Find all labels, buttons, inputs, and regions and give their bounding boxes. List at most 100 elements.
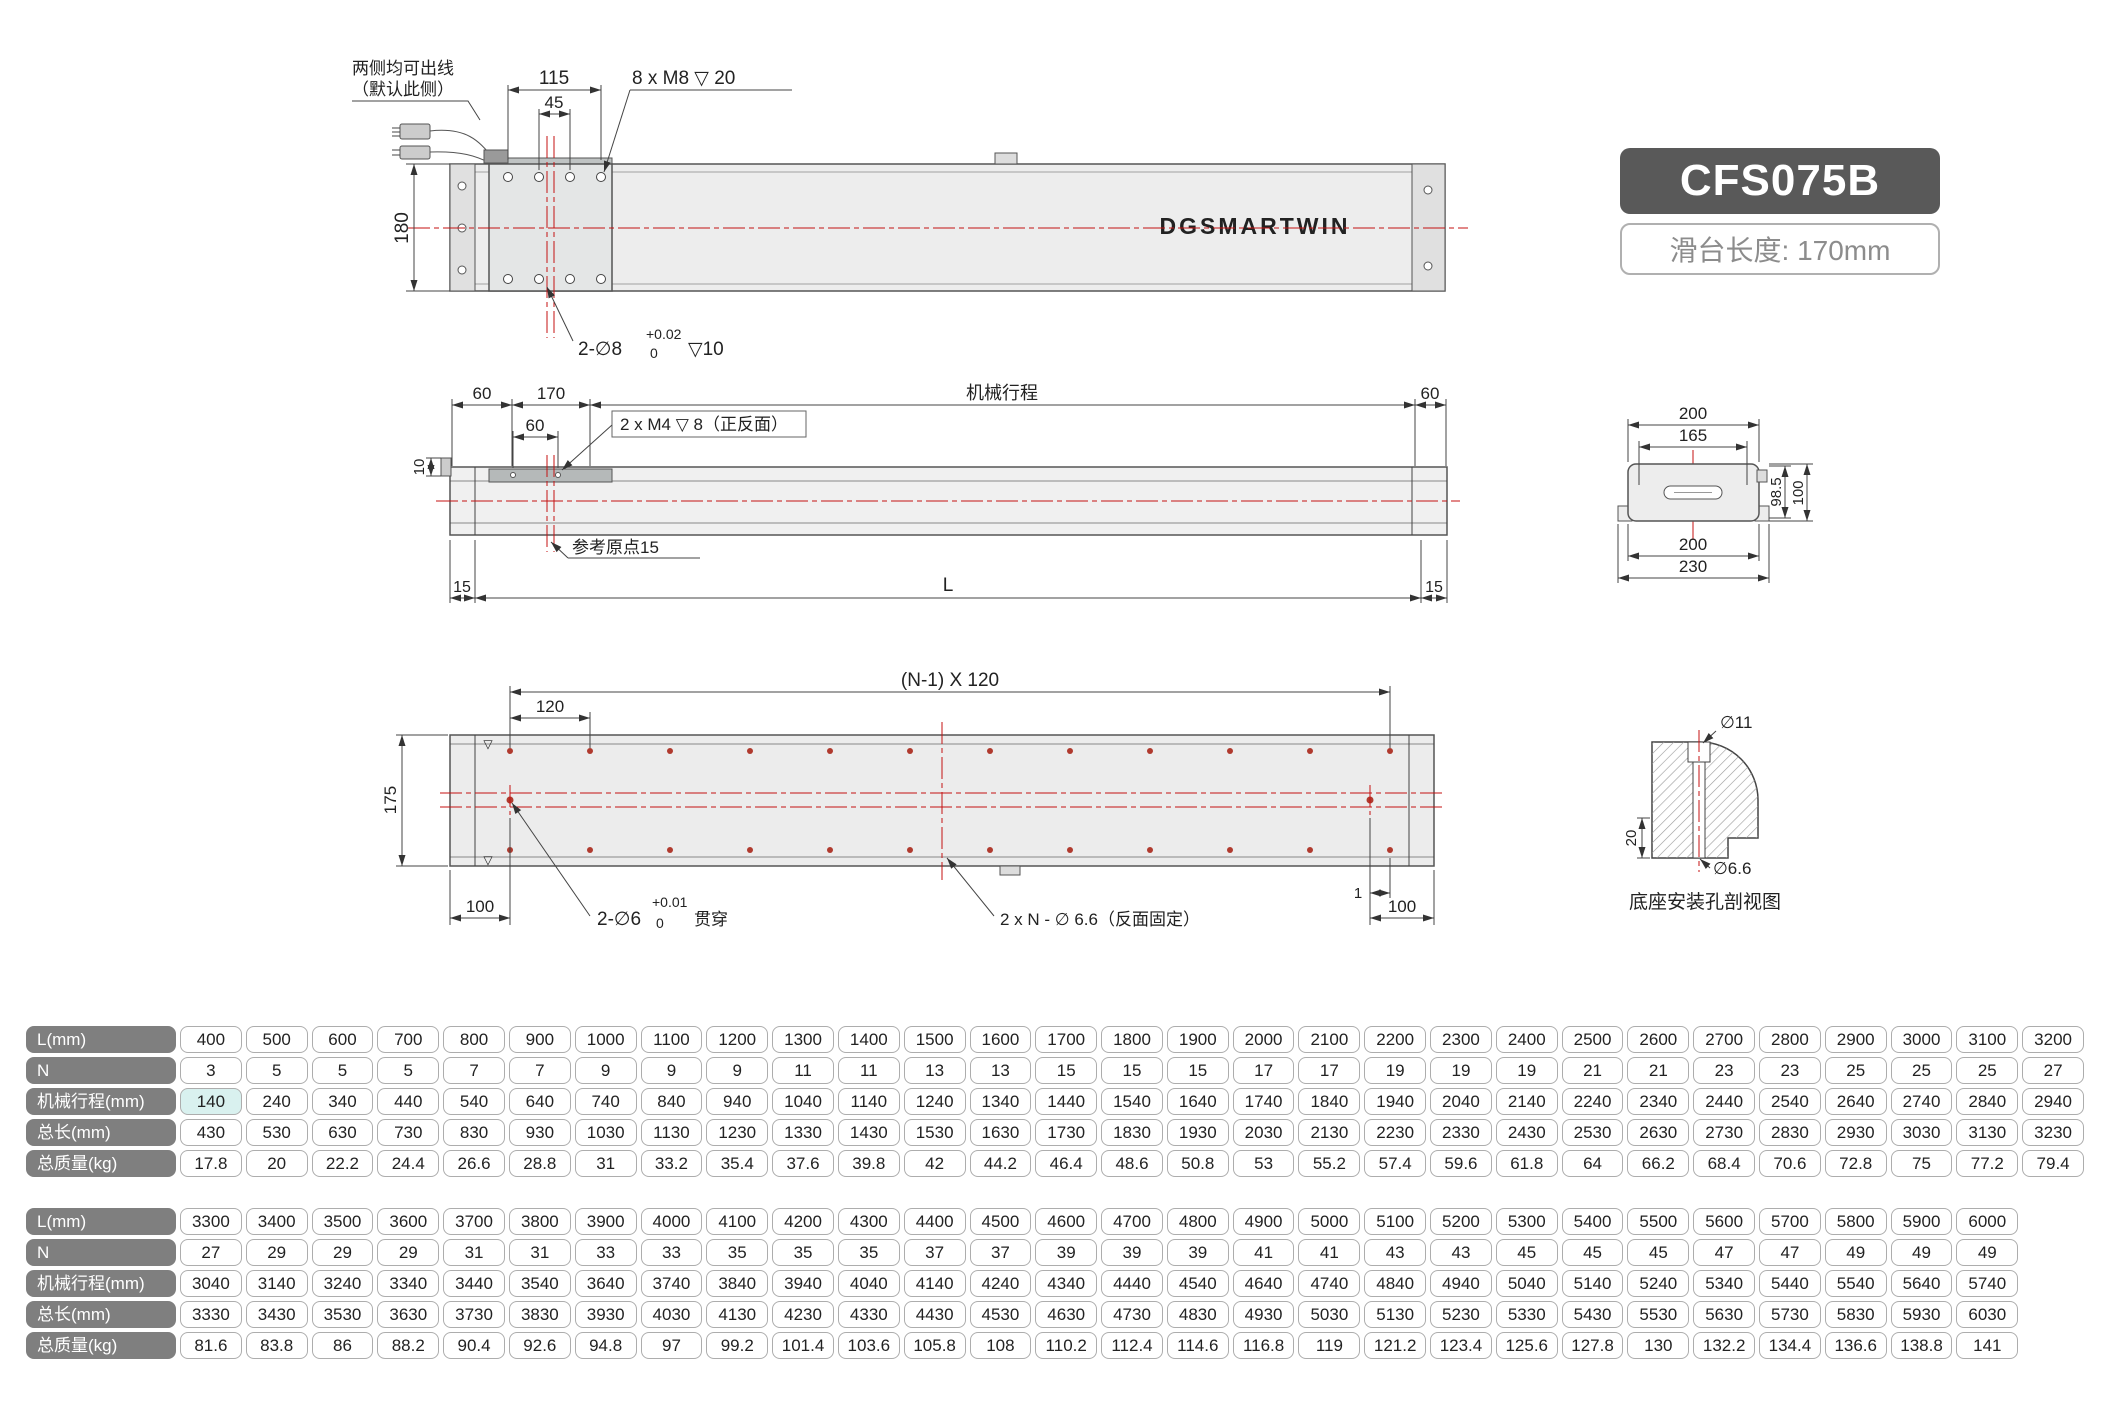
table-cell: 2300: [1430, 1026, 1492, 1053]
section-detail: ∅11 20 ∅6.6 底座安装孔剖视图: [1623, 713, 1781, 913]
table-cell: 49: [1956, 1239, 2019, 1266]
table-cell: 27: [180, 1239, 242, 1266]
table-cell: 39: [1166, 1239, 1229, 1266]
table-cell: 4840: [1364, 1270, 1427, 1297]
table-cell: 2000: [1232, 1026, 1295, 1053]
table-cell: 240: [245, 1088, 308, 1115]
table-cell: 41: [1298, 1239, 1361, 1266]
table-cell: 49: [1890, 1239, 1953, 1266]
table-cell: 1430: [837, 1119, 900, 1146]
table-cell: 4130: [706, 1301, 769, 1328]
table-cell: 5000: [1298, 1208, 1361, 1235]
table-cell: 3140: [245, 1270, 308, 1297]
table-cell: 940: [706, 1088, 769, 1115]
table-cell: 3500: [311, 1208, 374, 1235]
table-cell: 5140: [1561, 1270, 1624, 1297]
dim-pitch: (N-1) X 120: [901, 670, 999, 691]
table-cell: 2340: [1627, 1088, 1690, 1115]
table-cell: 4640: [1232, 1270, 1295, 1297]
table-cell: 1900: [1166, 1026, 1229, 1053]
table-cell: 3600: [377, 1208, 440, 1235]
table-cell: 2100: [1298, 1026, 1361, 1053]
dim-45: 45: [545, 93, 564, 112]
table-cell: 3: [180, 1057, 242, 1084]
table-cell: 21: [1561, 1057, 1624, 1084]
table-cell: 5040: [1495, 1270, 1558, 1297]
table-cell: 19: [1495, 1057, 1558, 1084]
table-cell: 2140: [1495, 1088, 1558, 1115]
table-cell: 47: [1693, 1239, 1756, 1266]
table-cell: 2930: [1824, 1119, 1887, 1146]
table-cell: 630: [311, 1119, 374, 1146]
table-cell: 2830: [1759, 1119, 1821, 1146]
table-cell: 35: [837, 1239, 900, 1266]
table-cell: 103.6: [837, 1332, 900, 1359]
brand-logo: DGSMARTWIN: [1160, 213, 1351, 239]
table-cell: 53: [1232, 1150, 1295, 1177]
dim-170: 170: [537, 384, 565, 403]
table-cell: 3930: [574, 1301, 637, 1328]
m4-hole-label: 2 x M4 ▽ 8（正反面）: [620, 415, 788, 434]
table-cell: 2940: [2022, 1088, 2084, 1115]
table-cell: 24.4: [377, 1150, 440, 1177]
table-cell: 55.2: [1298, 1150, 1361, 1177]
table-cell: 35: [706, 1239, 769, 1266]
table-cell: 4900: [1232, 1208, 1295, 1235]
row-label: 总长(mm): [26, 1301, 176, 1328]
table-cell: 5430: [1561, 1301, 1624, 1328]
table-cell: 1340: [969, 1088, 1032, 1115]
table-cell: 77.2: [1956, 1150, 2019, 1177]
table-cell: 2630: [1627, 1119, 1690, 1146]
table-cell: 4930: [1232, 1301, 1295, 1328]
table-cell: 4940: [1430, 1270, 1492, 1297]
table-cell: 28.8: [508, 1150, 571, 1177]
table-cell: 5600: [1693, 1208, 1756, 1235]
table-cell: 1000: [574, 1026, 637, 1053]
table-cell: 3100: [1956, 1026, 2019, 1053]
table-cell: 1240: [903, 1088, 966, 1115]
table-cell: 1040: [772, 1088, 834, 1115]
table-cell: 132.2: [1693, 1332, 1756, 1359]
table-cell: 11: [772, 1057, 834, 1084]
table-cell: 5530: [1627, 1301, 1690, 1328]
table-cell: 35: [772, 1239, 834, 1266]
table-cell: 2840: [1956, 1088, 2019, 1115]
table-cell: 119: [1298, 1332, 1361, 1359]
table-cell: 440: [377, 1088, 440, 1115]
table-cell: 46.4: [1035, 1150, 1098, 1177]
table-cell: 800: [443, 1026, 505, 1053]
table-cell: 43: [1364, 1239, 1427, 1266]
table-cell: 2700: [1693, 1026, 1756, 1053]
slide-length-text: 滑台长度: 170mm: [1669, 235, 1891, 266]
table-cell: 5830: [1824, 1301, 1887, 1328]
table-cell: 23: [1693, 1057, 1756, 1084]
dim-165: 165: [1679, 426, 1707, 445]
table-cell: 3230: [2022, 1119, 2084, 1146]
table-cell: 81.6: [180, 1332, 242, 1359]
dim-15-right: 15: [1425, 579, 1443, 596]
table-cell: 4530: [969, 1301, 1032, 1328]
table-cell: 3130: [1956, 1119, 2019, 1146]
row-label: 总长(mm): [26, 1119, 176, 1146]
table-cell: 830: [443, 1119, 505, 1146]
table-cell: 4730: [1101, 1301, 1163, 1328]
table-cell: 29: [311, 1239, 374, 1266]
table-cell: 1200: [706, 1026, 769, 1053]
table-cell: 700: [377, 1026, 440, 1053]
table-cell: 4700: [1101, 1208, 1163, 1235]
slide-length-badge: 滑台长度: 170mm: [1620, 223, 1940, 275]
table-cell: 1700: [1035, 1026, 1098, 1053]
table-cell: 59.6: [1430, 1150, 1492, 1177]
table-cell: 57.4: [1364, 1150, 1427, 1177]
side-view: 60 170 机械行程 60 60 2 x M4 ▽ 8（正反面） 10 参考原…: [411, 383, 1460, 603]
m8-hole-label: 8 x M8 ▽ 20: [632, 68, 735, 89]
table-cell: 108: [969, 1332, 1032, 1359]
dim-200-bottom: 200: [1679, 535, 1707, 554]
hole-2d8-depth: ▽10: [688, 339, 724, 360]
table-cell: 2730: [1693, 1119, 1756, 1146]
table-cell: 19: [1364, 1057, 1427, 1084]
table-cell: 4340: [1035, 1270, 1098, 1297]
table-cell: 3900: [574, 1208, 637, 1235]
